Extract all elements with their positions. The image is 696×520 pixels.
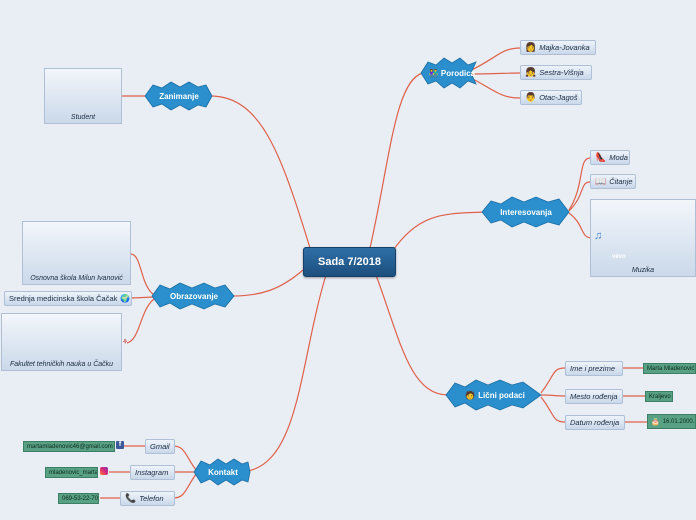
telefon-value: 069-53-22-70 [58,493,99,504]
obrazovanje-item-fakultet[interactable]: Fakultet tehničkih nauka u Čačku [1,313,122,371]
gmail-value: martamladenovic46@gmail.com [23,441,115,452]
mesto-label: Mesto rođenja [570,392,618,401]
majka-label: Majka-Jovanka [539,43,590,52]
connector-interesovanja [391,211,485,253]
connector-datum [540,396,566,423]
connector-licni [375,274,449,396]
kontakt-item-instagram[interactable]: Instagram [130,465,175,480]
cake-icon: 🎂 [651,418,660,426]
open-book-icon: 📖 [595,176,607,186]
porodica-item-majka[interactable]: 👩Majka-Jovanka [520,40,596,55]
kontakt-item-gmail[interactable]: Gmail [145,439,175,454]
instagram-icon[interactable] [100,467,108,475]
connector-citanje [568,181,591,212]
instagram-value: mladenovic_marta [45,467,98,478]
badge-kontakt[interactable] [193,458,251,486]
connector-fakultet [126,298,155,344]
licni-item-ime[interactable]: Ime i prezime [565,361,623,376]
interesovanja-item-citanje[interactable]: 📖Čitanje [590,174,636,189]
obrazovanje-item-osnovna[interactable]: Osnovna škola Milun Ivanović [22,221,131,285]
globe-icon: 🌍 [120,294,131,303]
datum-value: 🎂16.01.2000. [647,414,696,429]
badge-porodica[interactable] [420,57,477,89]
man-icon: 👨 [525,92,537,102]
citanje-label: Čitanje [609,177,633,186]
link-icon[interactable]: ⚘ [122,339,129,346]
porodica-item-otac[interactable]: 👨Otac-Jagoš [520,90,582,105]
connector-srednja [131,296,155,299]
music-note-icon: ♫ [594,230,603,242]
sestra-label: Sestra-Višnja [539,68,584,77]
connector-telefon [172,473,197,499]
girl-icon: 👧 [525,67,537,77]
osnovna-caption: Osnovna škola Milun Ivanović [30,275,123,282]
badge-licni[interactable] [445,379,542,411]
facebook-icon[interactable]: f [116,441,124,449]
zanimanje-item-student[interactable]: Student [44,68,122,124]
connector-zanimanje [209,95,311,249]
interesovanja-item-muzika[interactable]: ♫ vevo Muzika [590,199,696,277]
connector-osnovna [130,253,155,296]
connector-majka [466,47,521,73]
connector-ime [540,367,566,394]
licni-item-datum[interactable]: Datum rođenja [565,415,625,430]
obrazovanje-item-srednja[interactable]: Srednja medicinska škola Čačak 🌍 [4,291,132,306]
licni-item-mesto[interactable]: Mesto rođenja [565,389,623,404]
otac-label: Otac-Jagoš [539,93,578,102]
central-topic[interactable]: Sada 7/2018 [303,247,396,277]
muzika-caption: Muzika [631,267,655,274]
connector-kontakt [247,274,327,472]
datum-label: Datum rođenja [570,418,620,427]
gmail-label: Gmail [150,442,170,451]
telefon-label: Telefon [139,494,164,503]
interesovanja-item-moda[interactable]: 👠Moda [590,150,630,165]
phone-icon: 📞 [125,493,137,503]
instagram-label: Instagram [135,468,169,477]
connector-mesto [540,394,566,397]
mesto-value: Kraljevo [645,391,673,402]
connector-obrazovanje [231,269,304,297]
connector-sestra [466,72,521,75]
vevo-badge: vevo [612,254,626,260]
connector-muzika [568,212,593,239]
connector-gmail [172,445,197,471]
fakultet-caption: Fakultet tehničkih nauka u Čačku [9,361,114,368]
ime-value: Marta Mladenović [643,363,696,374]
datum-text: 16.01.2000. [662,418,695,425]
kontakt-item-telefon[interactable]: 📞Telefon [120,491,175,506]
connector-moda [568,157,591,211]
student-caption: Student [70,114,96,121]
moda-label: Moda [609,153,628,162]
ime-label: Ime i prezime [570,364,616,373]
srednja-label: Srednja medicinska škola Čačak [9,294,118,303]
high-heel-icon: 👠 [595,152,607,162]
woman-icon: 👩 [525,42,537,52]
porodica-item-sestra[interactable]: 👧Sestra-Višnja [520,65,592,80]
connector-porodica [369,72,424,249]
badge-zanimanje[interactable] [144,81,213,111]
badge-obrazovanje[interactable] [151,282,235,310]
connector-otac [466,75,521,99]
badge-interesovanja[interactable] [481,196,570,228]
